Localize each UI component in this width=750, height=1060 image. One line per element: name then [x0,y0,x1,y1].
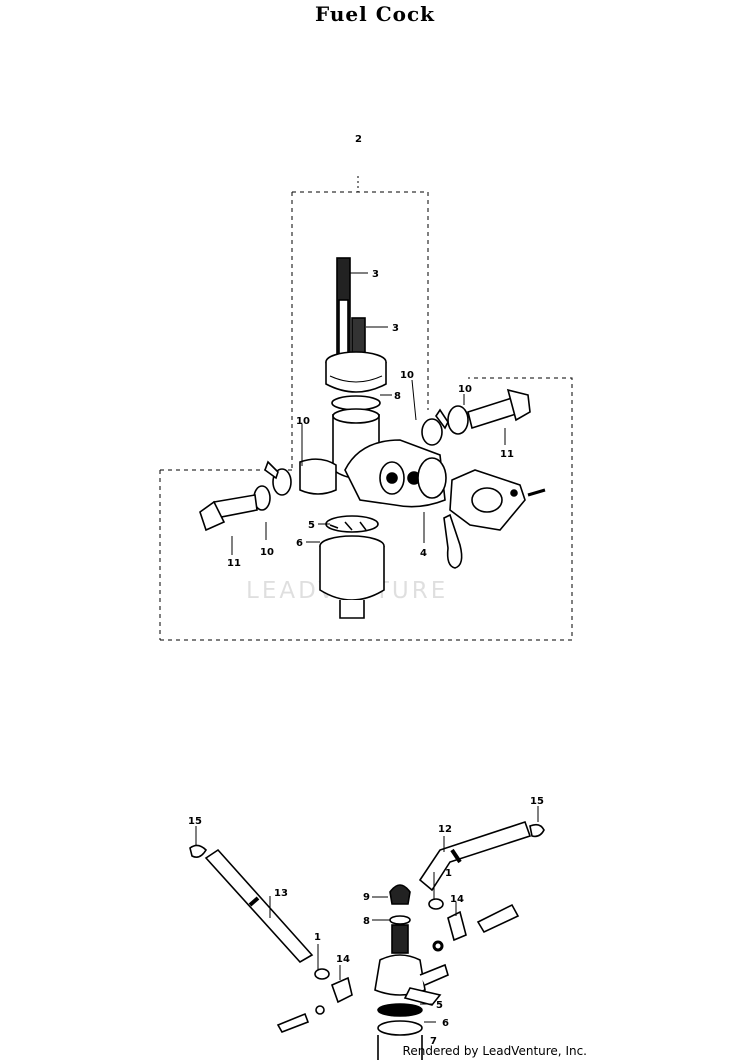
rendered-by-credit: Rendered by LeadVenture, Inc. [402,1044,587,1058]
cock-lever [443,513,463,569]
callout-label: 8 [363,916,370,927]
callout-label: 6 [442,1018,449,1029]
callout-label: 11 [227,558,241,569]
callout-label: 4 [420,548,427,559]
right-banjo-bolt [421,388,531,446]
callout-label: 14 [336,954,350,965]
callout-label: 10 [260,547,274,558]
screw [527,488,546,497]
callout-label: 10 [296,416,310,427]
callout-label: 2 [355,134,362,145]
lower-assembly [189,806,545,1060]
callout-label: 15 [530,796,544,807]
lower-leader-lines [195,806,539,1023]
page-title: Fuel Cock [315,2,435,26]
callout-label: 10 [400,370,414,381]
o-ring [331,395,381,411]
callout-label: 13 [274,888,288,899]
callout-label: 12 [438,824,452,835]
banjo-bolt-left [276,1012,310,1033]
callout-label: 6 [296,538,303,549]
fuel-hose-12 [418,820,532,892]
valve-body [344,439,447,508]
upper-callout-labels: 2 3 3 8 10 10 11 10 5 6 11 10 4 [227,134,514,569]
lower-fuel-cock [374,884,449,1060]
callout-label: 10 [458,384,472,395]
callout-label: 1 [314,932,321,943]
hose-clip [189,844,208,858]
left-banjo-bolt [199,458,337,532]
callout-label: 7 [430,1036,437,1047]
lower-callout-labels: 15 12 15 1 13 9 8 14 1 14 5 6 7 [188,796,544,1047]
upper-assembly [159,176,573,641]
callout-label: 9 [363,892,370,903]
callout-label: 8 [394,391,401,402]
fuel-hose-13 [204,848,314,964]
upper-leader-lines [231,272,506,555]
callout-label: 3 [392,323,399,334]
callout-label: 3 [372,269,379,280]
cock-nut [325,351,387,393]
gasket-plate [449,469,526,531]
banjo-bolt-right [476,903,520,934]
callout-label: 15 [188,816,202,827]
callout-label: 11 [500,449,514,460]
fuel-pipe-long [336,257,351,359]
callout-label: 1 [445,868,452,879]
callout-label: 5 [436,1000,443,1011]
strainer-cup [319,515,385,619]
callout-label: 5 [308,520,315,531]
callout-label: 14 [450,894,464,905]
